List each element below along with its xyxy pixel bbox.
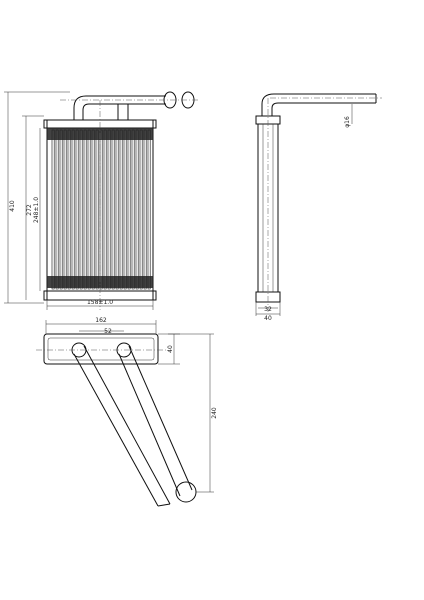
core-fin — [87, 129, 91, 290]
core-fin — [127, 129, 131, 290]
core-fin — [139, 129, 143, 290]
top-pipe-2-inner — [128, 345, 193, 491]
top-pipe-end-circle — [175, 481, 197, 503]
front-inlet-pipe — [73, 95, 166, 120]
core-fin — [111, 129, 115, 290]
dim-top-depth: 40 — [167, 345, 174, 353]
dim-overall-height: 410 — [9, 200, 16, 212]
dim-core-height: 248±1.0 — [33, 197, 40, 223]
front-view: 410 272 248±1.0 158±1.0 — [4, 91, 200, 310]
side-pipe-inner — [271, 102, 376, 116]
core-fin — [83, 129, 87, 290]
core-fin — [75, 129, 79, 290]
core-fin — [103, 129, 107, 290]
core-fin — [59, 129, 63, 290]
dim-tank-height: 272 — [26, 204, 33, 216]
core-fin — [91, 129, 95, 290]
core-fin — [131, 129, 135, 290]
dim-pipe-diameter: φ16 — [344, 116, 351, 128]
core-fin — [143, 129, 147, 290]
core-fin — [63, 129, 67, 290]
core-fin — [115, 129, 119, 290]
top-pipe-2-outer — [118, 353, 181, 497]
dim-core-depth: 32 — [264, 306, 272, 313]
core-fin — [107, 129, 111, 290]
core-fin — [135, 129, 139, 290]
dim-pipe-length: 240 — [211, 407, 218, 419]
core-fin — [51, 129, 55, 290]
top-view: 162 52 40 240 — [36, 317, 218, 507]
dim-tank-depth: 40 — [264, 315, 272, 322]
core-fin — [147, 129, 151, 290]
core-fin — [99, 129, 103, 290]
core-fin — [119, 129, 123, 290]
core-fin — [55, 129, 59, 290]
core-fin — [79, 129, 83, 290]
top-pipe-1-outer — [73, 353, 159, 507]
dim-top-width: 162 — [95, 317, 107, 324]
core-fin — [67, 129, 71, 290]
top-tank-outline — [43, 333, 159, 365]
side-view: φ16 32 40 — [255, 93, 382, 322]
top-pipe-1-inner — [83, 345, 171, 505]
core-fin — [71, 129, 75, 290]
dim-pipe-spacing: 52 — [104, 328, 112, 335]
front-inlet-pipe-inner — [82, 103, 166, 120]
core-fin — [95, 129, 99, 290]
core-fin — [123, 129, 127, 290]
dim-core-width: 158±1.0 — [87, 299, 113, 306]
side-pipe-outer — [261, 93, 376, 116]
